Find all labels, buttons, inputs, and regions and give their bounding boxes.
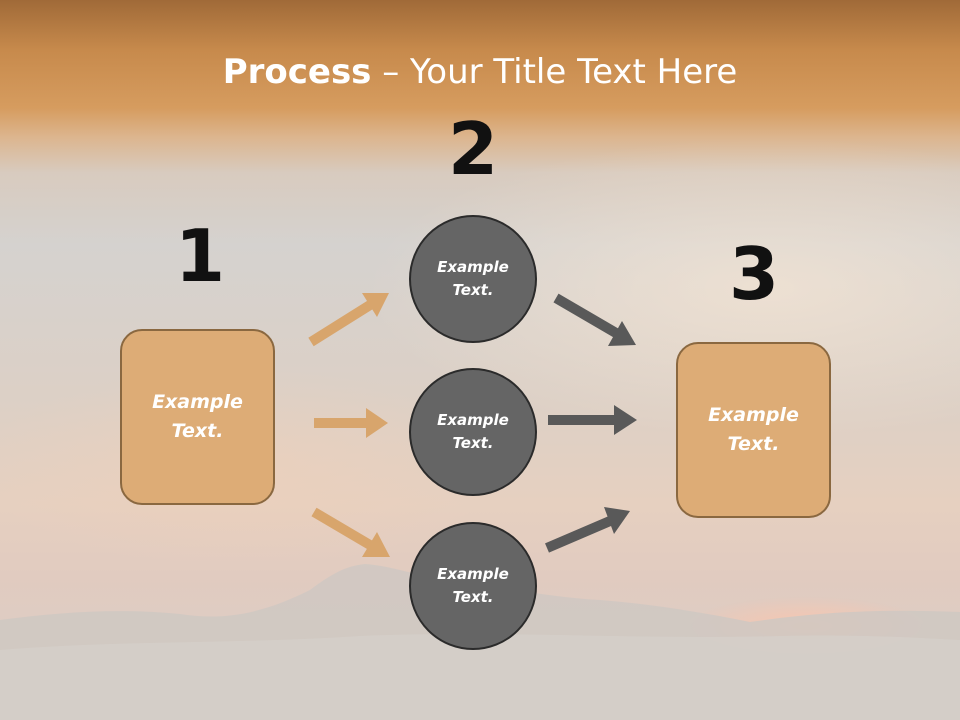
step-number-3: 3 — [728, 232, 780, 316]
arrow-left-to-bottom — [311, 507, 390, 557]
arrow-middle-to-right — [548, 405, 637, 435]
step-number-1: 1 — [174, 214, 226, 298]
arrow-left-to-top — [308, 293, 389, 347]
title-rest: – Your Title Text Here — [371, 52, 738, 92]
step-number-2: 2 — [447, 107, 499, 191]
slide-title: Process – Your Title Text Here — [0, 52, 960, 92]
arrow-left-to-middle — [314, 408, 388, 438]
arrow-bottom-to-right — [545, 507, 630, 553]
arrow-top-to-right — [553, 293, 636, 346]
title-strong: Process — [222, 52, 372, 92]
